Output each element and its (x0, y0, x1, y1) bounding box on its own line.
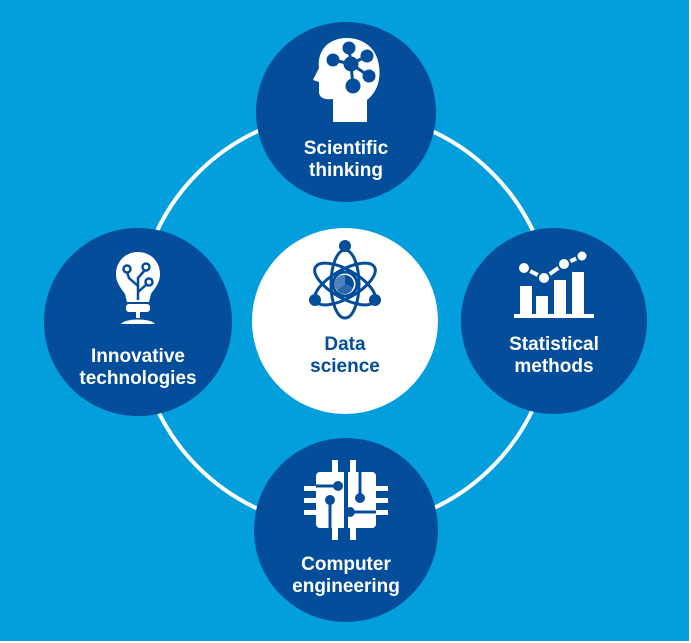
node-computer-engineering: Computer engineering (254, 438, 438, 622)
atom-pie-chart-icon (309, 240, 381, 320)
node-scientific-thinking: Scientific thinking (256, 22, 436, 202)
lightbulb-circuit-icon (116, 252, 160, 324)
node-label: Computer engineering (292, 554, 400, 598)
microchip-icon (304, 460, 388, 540)
node-label: Innovative technologies (79, 346, 196, 390)
label-line-2: thinking (309, 160, 383, 181)
label-line-2: methods (514, 356, 594, 377)
label-line-1: Data (324, 334, 366, 355)
center-label: Data science (310, 334, 380, 378)
node-statistical-methods: Statistical methods (461, 228, 647, 414)
label-line-1: Innovative (91, 346, 185, 367)
bar-line-chart-icon (514, 250, 594, 318)
label-line-1: Computer (301, 554, 391, 575)
node-label: Statistical methods (509, 334, 599, 378)
label-line-1: Scientific (303, 138, 389, 159)
node-label: Scientific thinking (304, 138, 388, 182)
label-line-2: technologies (79, 368, 197, 389)
label-line-2: science (310, 356, 380, 377)
label-line-2: engineering (292, 576, 400, 597)
label-line-1: Statistical (509, 334, 599, 355)
node-innovative-technologies: Innovative technologies (44, 228, 232, 416)
center-node-data-science: Data science (252, 228, 438, 414)
head-network-icon (313, 38, 380, 122)
